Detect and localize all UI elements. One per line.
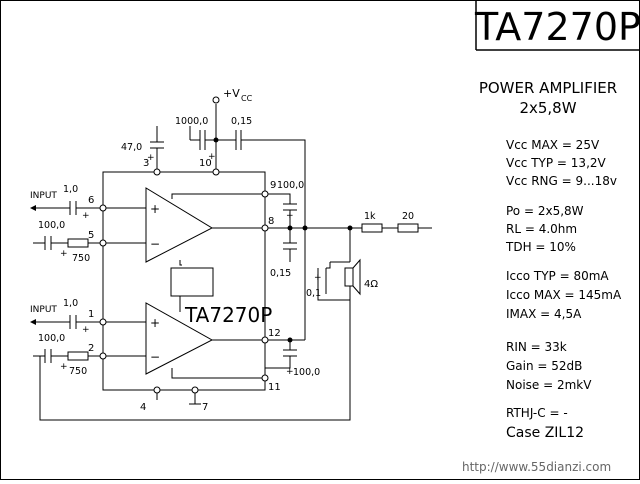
res-20: 20 (402, 211, 414, 222)
spec-rl: RL = 4.0hm (506, 222, 577, 236)
pin-12: 12 (268, 328, 281, 339)
pin-5: 5 (88, 230, 94, 241)
pin-7: 7 (202, 402, 208, 413)
spec-noise: Noise = 2mkV (506, 378, 592, 392)
ic-body (102, 171, 266, 391)
svg-text:+: + (208, 152, 216, 162)
pin-6: 6 (88, 195, 94, 206)
spec-gain: Gain = 52dB (506, 359, 582, 373)
spec-case: Case ZIL12 (506, 425, 584, 441)
spec-icco-typ: Icco TYP = 80mA (506, 269, 609, 283)
spec-vcc-rng: Vcc RNG = 9...18v (506, 174, 617, 188)
desc-line1: POWER AMPLIFIER (479, 79, 617, 97)
input-arrows (30, 205, 36, 325)
spec-vcc-typ: Vcc TYP = 13,2V (506, 156, 607, 170)
cap-015-top: 0,15 (231, 116, 252, 127)
svg-text:+: + (60, 249, 68, 259)
res-r1: 750 (72, 253, 90, 264)
opamp-upper (145, 187, 214, 263)
spec-icco-max: Icco MAX = 145mA (506, 288, 622, 302)
watermark: http://www.55dianzi.com (462, 460, 611, 474)
cap-01: 0,1 (306, 288, 321, 299)
cap-pin9: 100,0 (277, 180, 304, 191)
svg-text:+: + (82, 325, 90, 335)
speaker-label: 4Ω (364, 279, 378, 290)
svg-text:+: + (314, 273, 322, 283)
spec-vcc-max: Vcc MAX = 25V (506, 138, 600, 152)
res-r2: 750 (69, 366, 87, 377)
vcc-label: +V (223, 87, 240, 100)
desc-line2: 2x5,8W (519, 99, 576, 117)
cap-015-out: 0,15 (270, 268, 291, 279)
title-box: TA7270P (474, 0, 640, 51)
spec-rthjc: RTHJ-C = - (506, 406, 568, 420)
spec-tdh: TDH = 10% (505, 240, 576, 254)
pin-9: 9 (270, 180, 276, 191)
input2-label: INPUT (30, 305, 57, 315)
pin-markers (99, 168, 269, 394)
res-1k: 1k (364, 211, 376, 222)
cap-in1: 1,0 (63, 184, 78, 195)
spec-po: Po = 2x5,8W (506, 204, 584, 218)
opamp-lower-minus: − (150, 350, 160, 364)
polarity-marks: + + + + + + + + + (60, 152, 322, 377)
pin-3: 3 (143, 158, 149, 169)
pin-11: 11 (268, 382, 281, 393)
pin-1: 1 (88, 309, 94, 320)
chip-label: TA7270P (184, 303, 272, 327)
pin-10: 10 (199, 158, 212, 169)
svg-text:+: + (82, 211, 90, 221)
pin-8: 8 (268, 216, 274, 227)
vcc-sub: CC (241, 94, 253, 103)
opamp-upper-plus: + (150, 202, 160, 216)
cap-pin3: 47,0 (121, 142, 142, 153)
cap-fb2: 100,0 (38, 333, 65, 344)
svg-text:+: + (286, 367, 294, 377)
cap-pin10: 1000,0 (175, 116, 208, 127)
input1-label: INPUT (30, 191, 57, 201)
spec-rin: RIN = 33k (506, 340, 567, 354)
pin-2: 2 (88, 343, 94, 354)
pin-4: 4 (140, 402, 146, 413)
opamp-lower (145, 302, 214, 375)
svg-text:+: + (60, 362, 68, 372)
svg-text:+: + (286, 211, 294, 221)
chip-title: TA7270P (474, 5, 640, 49)
opamp-upper-minus: − (150, 237, 160, 251)
cap-in2: 1,0 (63, 298, 78, 309)
svg-text:+: + (147, 153, 155, 163)
spec-imax: IMAX = 4,5A (506, 307, 582, 321)
cap-pin12: 100,0 (293, 367, 320, 378)
bias-block (170, 267, 214, 297)
cap-fb1: 100,0 (38, 220, 65, 231)
opamp-lower-plus: + (150, 316, 160, 330)
schematic-lines (33, 96, 432, 421)
